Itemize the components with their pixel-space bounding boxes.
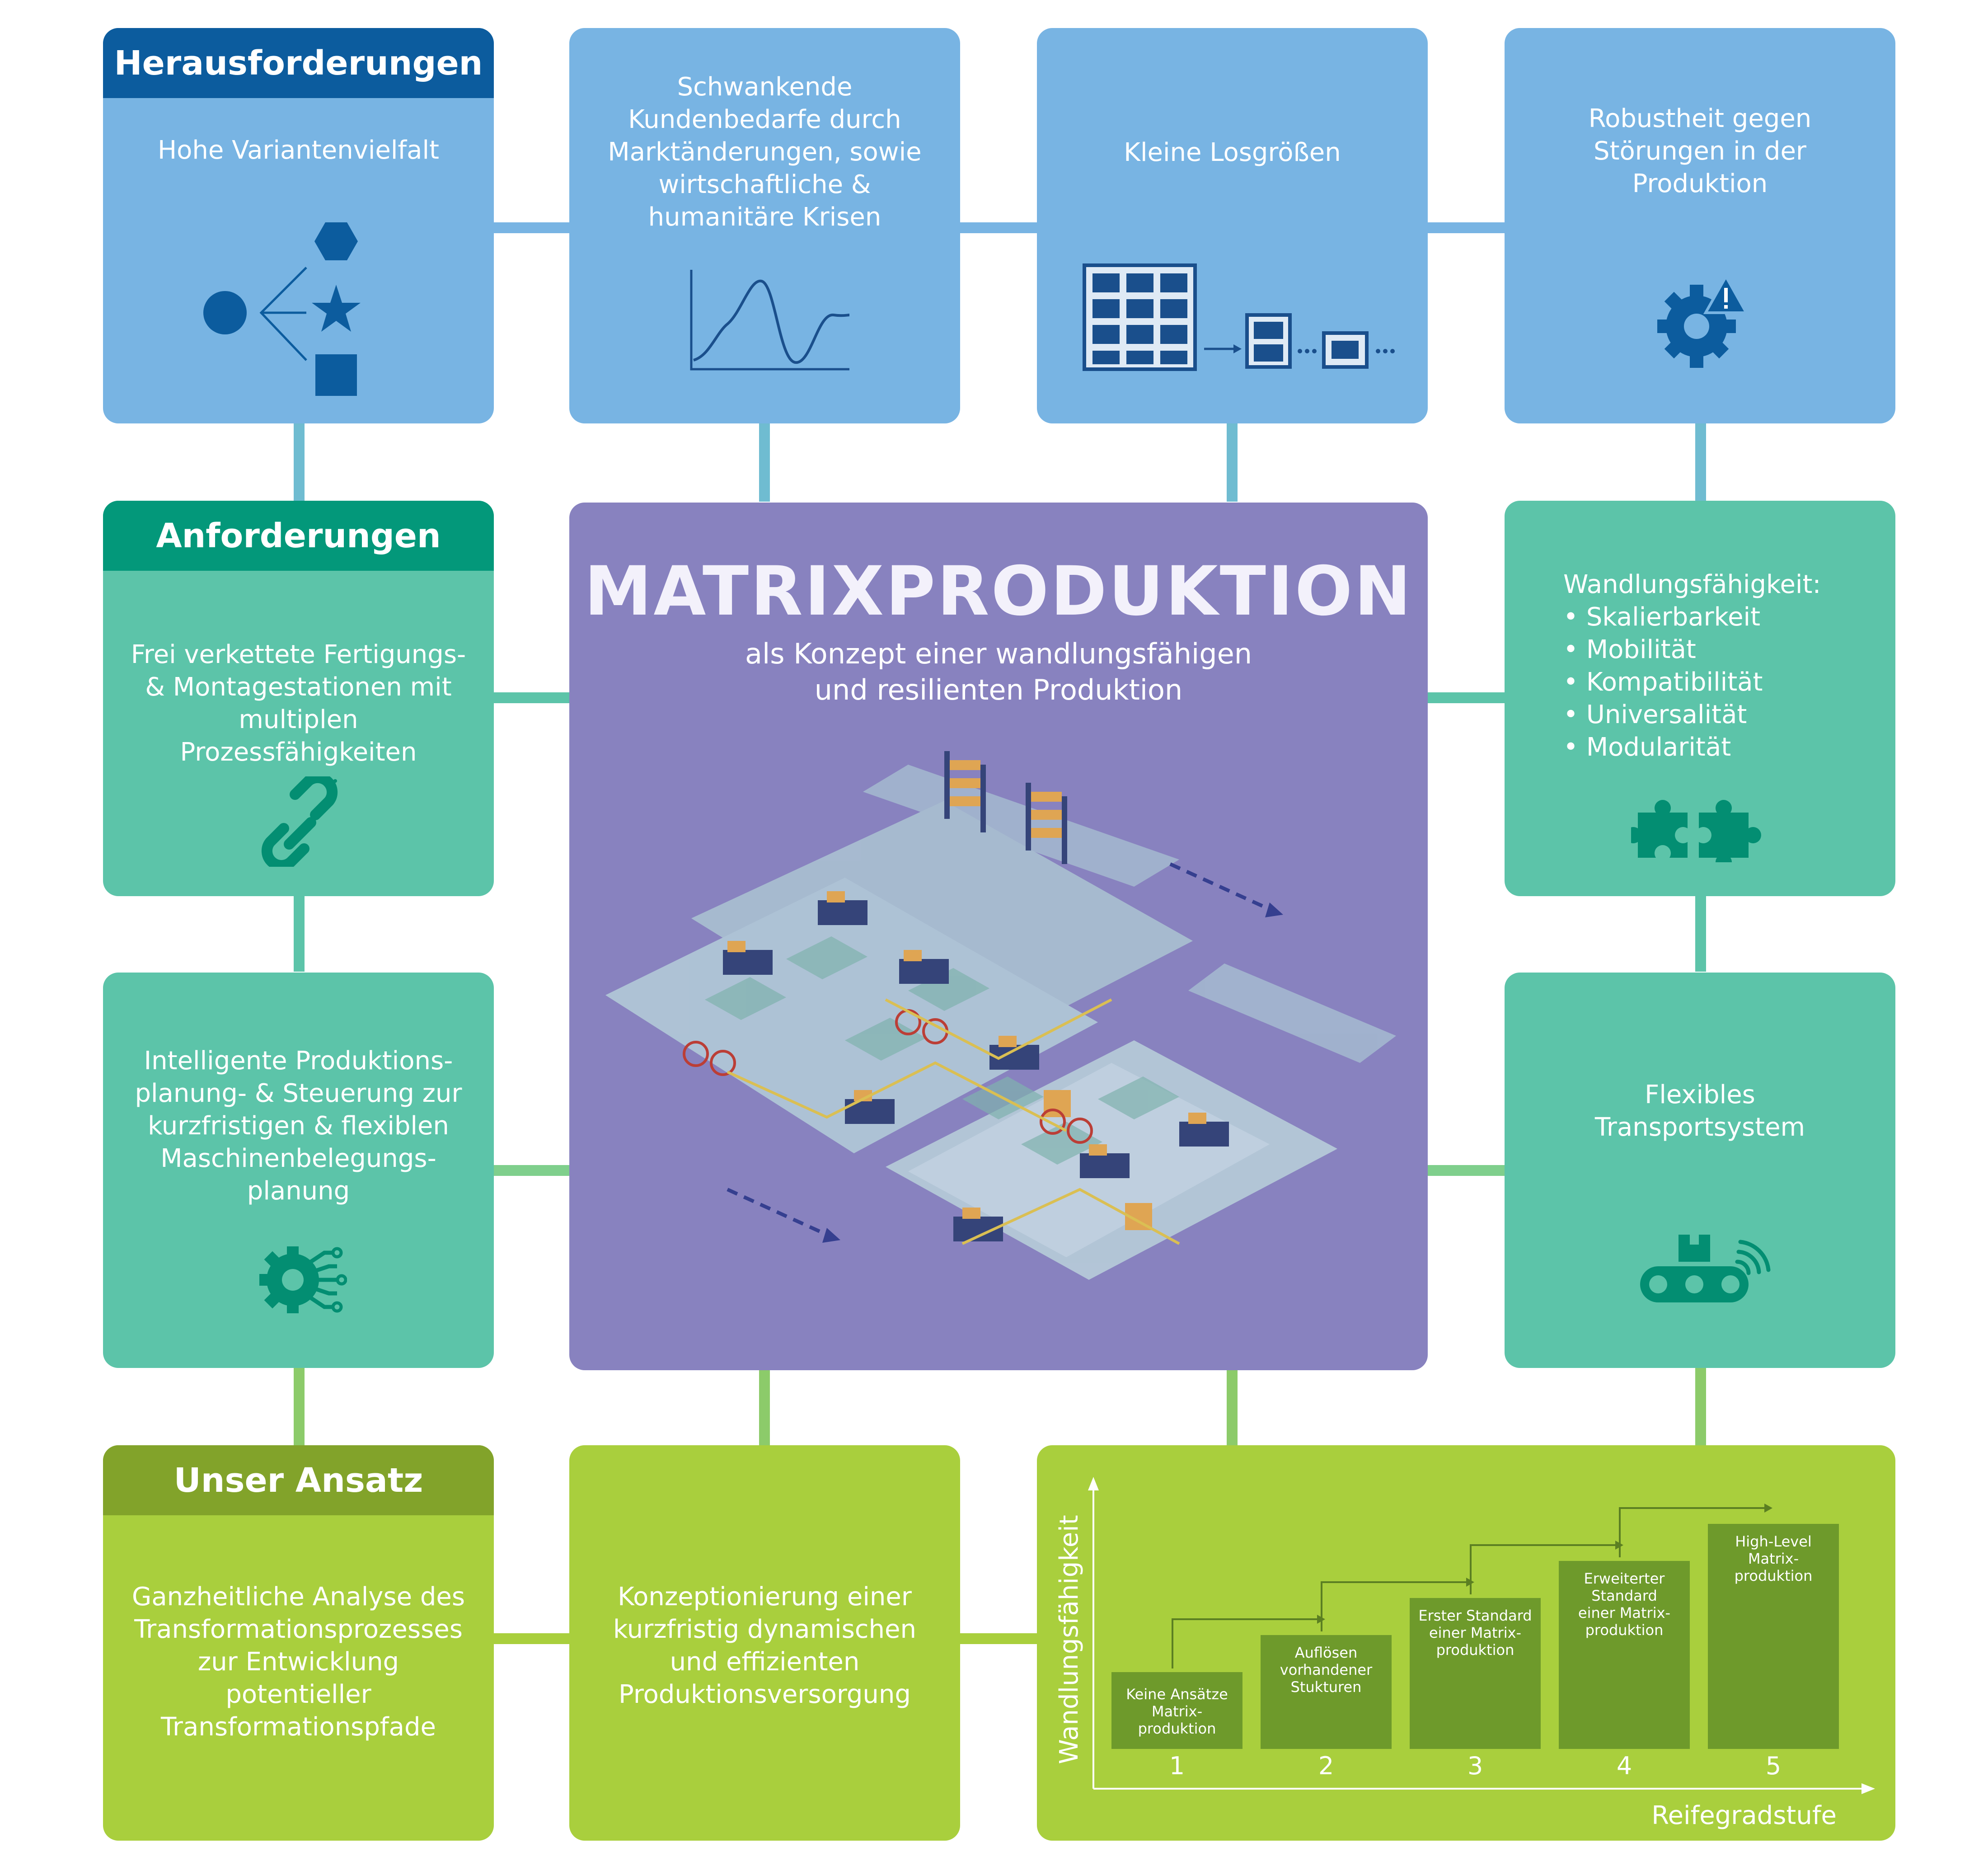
maturity-step-arrow xyxy=(1470,1544,1615,1594)
challenge-variants-text: Hohe Variantenvielfalt xyxy=(158,136,439,165)
maturity-tile: Wandlungsfähigkeit Reifegradstufe Keine … xyxy=(1037,1445,1895,1841)
maturity-step-number: 3 xyxy=(1468,1752,1483,1780)
variants-icon xyxy=(203,222,361,396)
requirement-planning-text: Intelligente Produktions- planung- & Ste… xyxy=(135,1046,462,1206)
maturity-step-arrow xyxy=(1321,1581,1466,1631)
maturity-step-box xyxy=(1111,1672,1242,1749)
maturity-step-number: 4 xyxy=(1617,1752,1632,1780)
maturity-step-label: Auflösen xyxy=(1295,1644,1358,1661)
conveyor-icon xyxy=(1640,1235,1771,1302)
connector-v-col4-c xyxy=(1695,1365,1706,1446)
requirement-transport-text: Flexibles Transportsystem xyxy=(1594,1080,1805,1142)
connector-v-col4-a xyxy=(1695,420,1706,502)
challenge-tile-variants: Herausforderungen Hohe Variantenvielfalt xyxy=(103,28,494,423)
maturity-step-box xyxy=(1261,1635,1392,1749)
connector-v-col2-a xyxy=(759,420,770,502)
maturity-step-label: High-Level xyxy=(1735,1533,1812,1550)
connector-v-col2-b xyxy=(759,1365,770,1446)
maturity-step-label: Erweiterter xyxy=(1584,1570,1665,1587)
changeability-item: Skalierbarkeit xyxy=(1563,601,1821,634)
gear-warning-icon xyxy=(1657,273,1749,368)
changeability-list: Wandlungsfähigkeit: SkalierbarkeitMobili… xyxy=(1563,569,1821,764)
connector-v-col1-c xyxy=(294,1365,305,1446)
changeability-item: Universalität xyxy=(1563,699,1821,731)
factory-illustration xyxy=(605,751,1396,1280)
changeability-items: SkalierbarkeitMobilitätKompatibilitätUni… xyxy=(1563,601,1821,764)
gear-circuit-icon xyxy=(259,1246,347,1313)
approach-header: Unser Ansatz xyxy=(103,1445,494,1515)
maturity-step-label: produktion xyxy=(1138,1720,1216,1737)
chain-link-icon xyxy=(261,776,338,867)
maturity-staircase-diagram: Wandlungsfähigkeit Reifegradstufe Keine … xyxy=(1055,1477,1875,1830)
challenge-tile-robustness: Robustheit gegen Störungen in der Produk… xyxy=(1505,28,1895,423)
matrix-production-title: MATRIXPRODUKTION xyxy=(584,552,1413,631)
maturity-steps: Keine AnsätzeMatrix-produktion1Auflösenv… xyxy=(1111,1504,1839,1780)
maturity-step-label: Erster Standard xyxy=(1418,1607,1532,1624)
puzzle-icon xyxy=(1631,800,1761,862)
changeability-heading: Wandlungsfähigkeit: xyxy=(1563,570,1821,599)
maturity-step-label: einer Matrix- xyxy=(1429,1624,1521,1641)
maturity-step-box xyxy=(1410,1598,1541,1749)
approach-concept-text: Konzeptionierung einer kurzfristig dynam… xyxy=(613,1582,916,1709)
maturity-step-box xyxy=(1708,1524,1839,1749)
challenge-tile-demand: Schwankende Kundenbedarfe durch Marktänd… xyxy=(569,28,960,423)
approach-analysis-text: Ganzheitliche Analyse des Transformation… xyxy=(131,1582,465,1742)
challenge-robustness-text: Robustheit gegen Störungen in der Produk… xyxy=(1588,104,1812,198)
connector-v-col1-b xyxy=(294,890,305,972)
maturity-step-number: 5 xyxy=(1766,1752,1781,1780)
maturity-step-label: Matrix- xyxy=(1748,1550,1799,1567)
maturity-step-label: Matrix- xyxy=(1152,1703,1202,1720)
matrix-production-subtitle: als Konzept einer wandlungsfähigen und r… xyxy=(745,637,1252,706)
maturity-step-arrow xyxy=(1172,1618,1317,1668)
maturity-step-label: Keine Ansätze xyxy=(1126,1686,1228,1703)
maturity-step-label: produktion xyxy=(1436,1641,1514,1659)
changeability-item: Kompatibilität xyxy=(1563,666,1821,699)
maturity-step-box xyxy=(1559,1561,1690,1749)
connector-v-col4-b xyxy=(1695,890,1706,972)
connector-v-col3-a xyxy=(1227,420,1238,502)
requirement-tile-transport: Flexibles Transportsystem xyxy=(1505,973,1895,1368)
maturity-step-arrowhead xyxy=(1764,1504,1772,1513)
maturity-step-label: einer Matrix- xyxy=(1578,1604,1670,1621)
maturity-step-number: 2 xyxy=(1318,1752,1334,1780)
matrix-production-tile: MATRIXPRODUKTION als Konzept einer wandl… xyxy=(569,503,1428,1370)
x-axis-arrow xyxy=(1861,1783,1875,1794)
maturity-step-label: vorhandener xyxy=(1280,1661,1373,1678)
requirement-tile-planning: Intelligente Produktions- planung- & Ste… xyxy=(103,973,494,1368)
requirement-stations-text: Frei verkettete Fertigungs- & Montagesta… xyxy=(131,640,466,767)
maturity-step-arrow xyxy=(1619,1507,1764,1557)
maturity-step-number: 1 xyxy=(1169,1752,1185,1780)
challenge-lotsize-text: Kleine Losgrößen xyxy=(1124,138,1341,167)
maturity-step-label: produktion xyxy=(1735,1567,1813,1584)
challenge-demand-text: Schwankende Kundenbedarfe durch Marktänd… xyxy=(608,72,922,232)
x-axis-label: Reifegradstufe xyxy=(1651,1801,1837,1830)
maturity-step-label: produktion xyxy=(1585,1621,1664,1639)
lot-size-icon xyxy=(1083,263,1395,371)
maturity-step-label: Stukturen xyxy=(1291,1678,1362,1696)
requirement-tile-stations: Anforderungen Frei verkettete Fertigungs… xyxy=(103,501,494,896)
requirement-tile-changeability: Wandlungsfähigkeit: SkalierbarkeitMobili… xyxy=(1505,501,1895,896)
approach-tile-concept: Konzeptionierung einer kurzfristig dynam… xyxy=(569,1445,960,1841)
requirements-header: Anforderungen xyxy=(103,501,494,571)
challenge-tile-lotsize: Kleine Losgrößen xyxy=(1037,28,1428,423)
connector-v-col3-b xyxy=(1227,1365,1238,1446)
maturity-step-label: Standard xyxy=(1591,1587,1657,1604)
y-axis-label: Wandlungsfähigkeit xyxy=(1055,1515,1084,1764)
changeability-item: Mobilität xyxy=(1563,634,1821,666)
connector-v-col1-a xyxy=(294,420,305,502)
approach-tile-analysis: Unser Ansatz Ganzheitliche Analyse des T… xyxy=(103,1445,494,1841)
demand-curve-icon xyxy=(690,270,850,371)
changeability-item: Modularität xyxy=(1563,731,1821,764)
y-axis-arrow xyxy=(1088,1477,1099,1490)
challenges-header: Herausforderungen xyxy=(103,28,494,98)
